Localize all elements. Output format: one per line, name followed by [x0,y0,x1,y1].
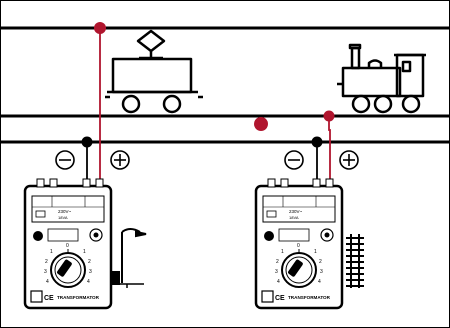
right-minus-symbol [284,150,304,170]
right-transformer-label: TRANSFORMATOR [288,295,331,300]
right-dial-mark-1: 1 [314,249,317,255]
left-dial-mark-4: 4 [87,279,90,285]
right-transformer: 230V~ 18VA 0 1 2 3 4 1 2 3 4 CE TRANSFOR… [254,178,344,310]
track-piece-accessory [346,234,364,288]
left-spec-rating: 18VA [58,215,68,220]
left-dial-mark-2: 2 [88,259,91,265]
right-dial-mark-3-rev: 3 [275,269,278,275]
right-ce-mark: CE [275,295,285,302]
right-dial-mark-3: 3 [320,269,323,275]
right-dial-mark-4-rev: 4 [277,279,280,285]
left-dial-mark-3-rev: 3 [44,269,47,275]
right-terminals [267,178,334,188]
right-power-rating: 230V~ [289,209,303,214]
right-dial-mark-0: 0 [297,243,300,249]
electric-wagon [105,29,203,114]
left-dial-mark-3: 3 [89,269,92,275]
steam-locomotive [337,43,426,114]
right-ground-node [311,136,323,148]
right-dial-mark-1-rev: 1 [281,249,284,255]
left-dial-mark-1: 1 [83,249,86,255]
left-dial-mark-2-rev: 2 [45,259,48,265]
wire-right-feed [328,116,331,184]
overhead-connection-node [94,22,106,34]
right-speed-dial[interactable] [281,249,317,288]
left-dial-mark-4-rev: 4 [46,279,49,285]
right-dial-mark-2-rev: 2 [276,259,279,265]
left-ce-mark: CE [44,295,54,302]
left-terminals [36,178,104,188]
left-speed-dial[interactable] [50,249,86,288]
right-rail-node [323,110,335,122]
left-transformer: 230V~ 18VA 0 1 2 3 4 1 2 3 4 CE TRANSFOR… [23,178,113,310]
right-plus-symbol [339,150,359,170]
left-power-rating: 230V~ [58,209,72,214]
left-dial-mark-0: 0 [66,243,69,249]
left-minus-symbol [55,150,75,170]
center-rail-node [254,117,268,131]
right-dial-mark-4: 4 [318,279,321,285]
right-spec-rating: 18VA [289,215,299,220]
left-plus-symbol [110,150,130,170]
left-ground-node [81,136,93,148]
right-dial-mark-2: 2 [319,259,322,265]
left-transformer-label: TRANSFORMATOR [57,295,100,300]
left-dial-mark-1-rev: 1 [50,249,53,255]
signal-lamp-accessory [110,228,147,288]
